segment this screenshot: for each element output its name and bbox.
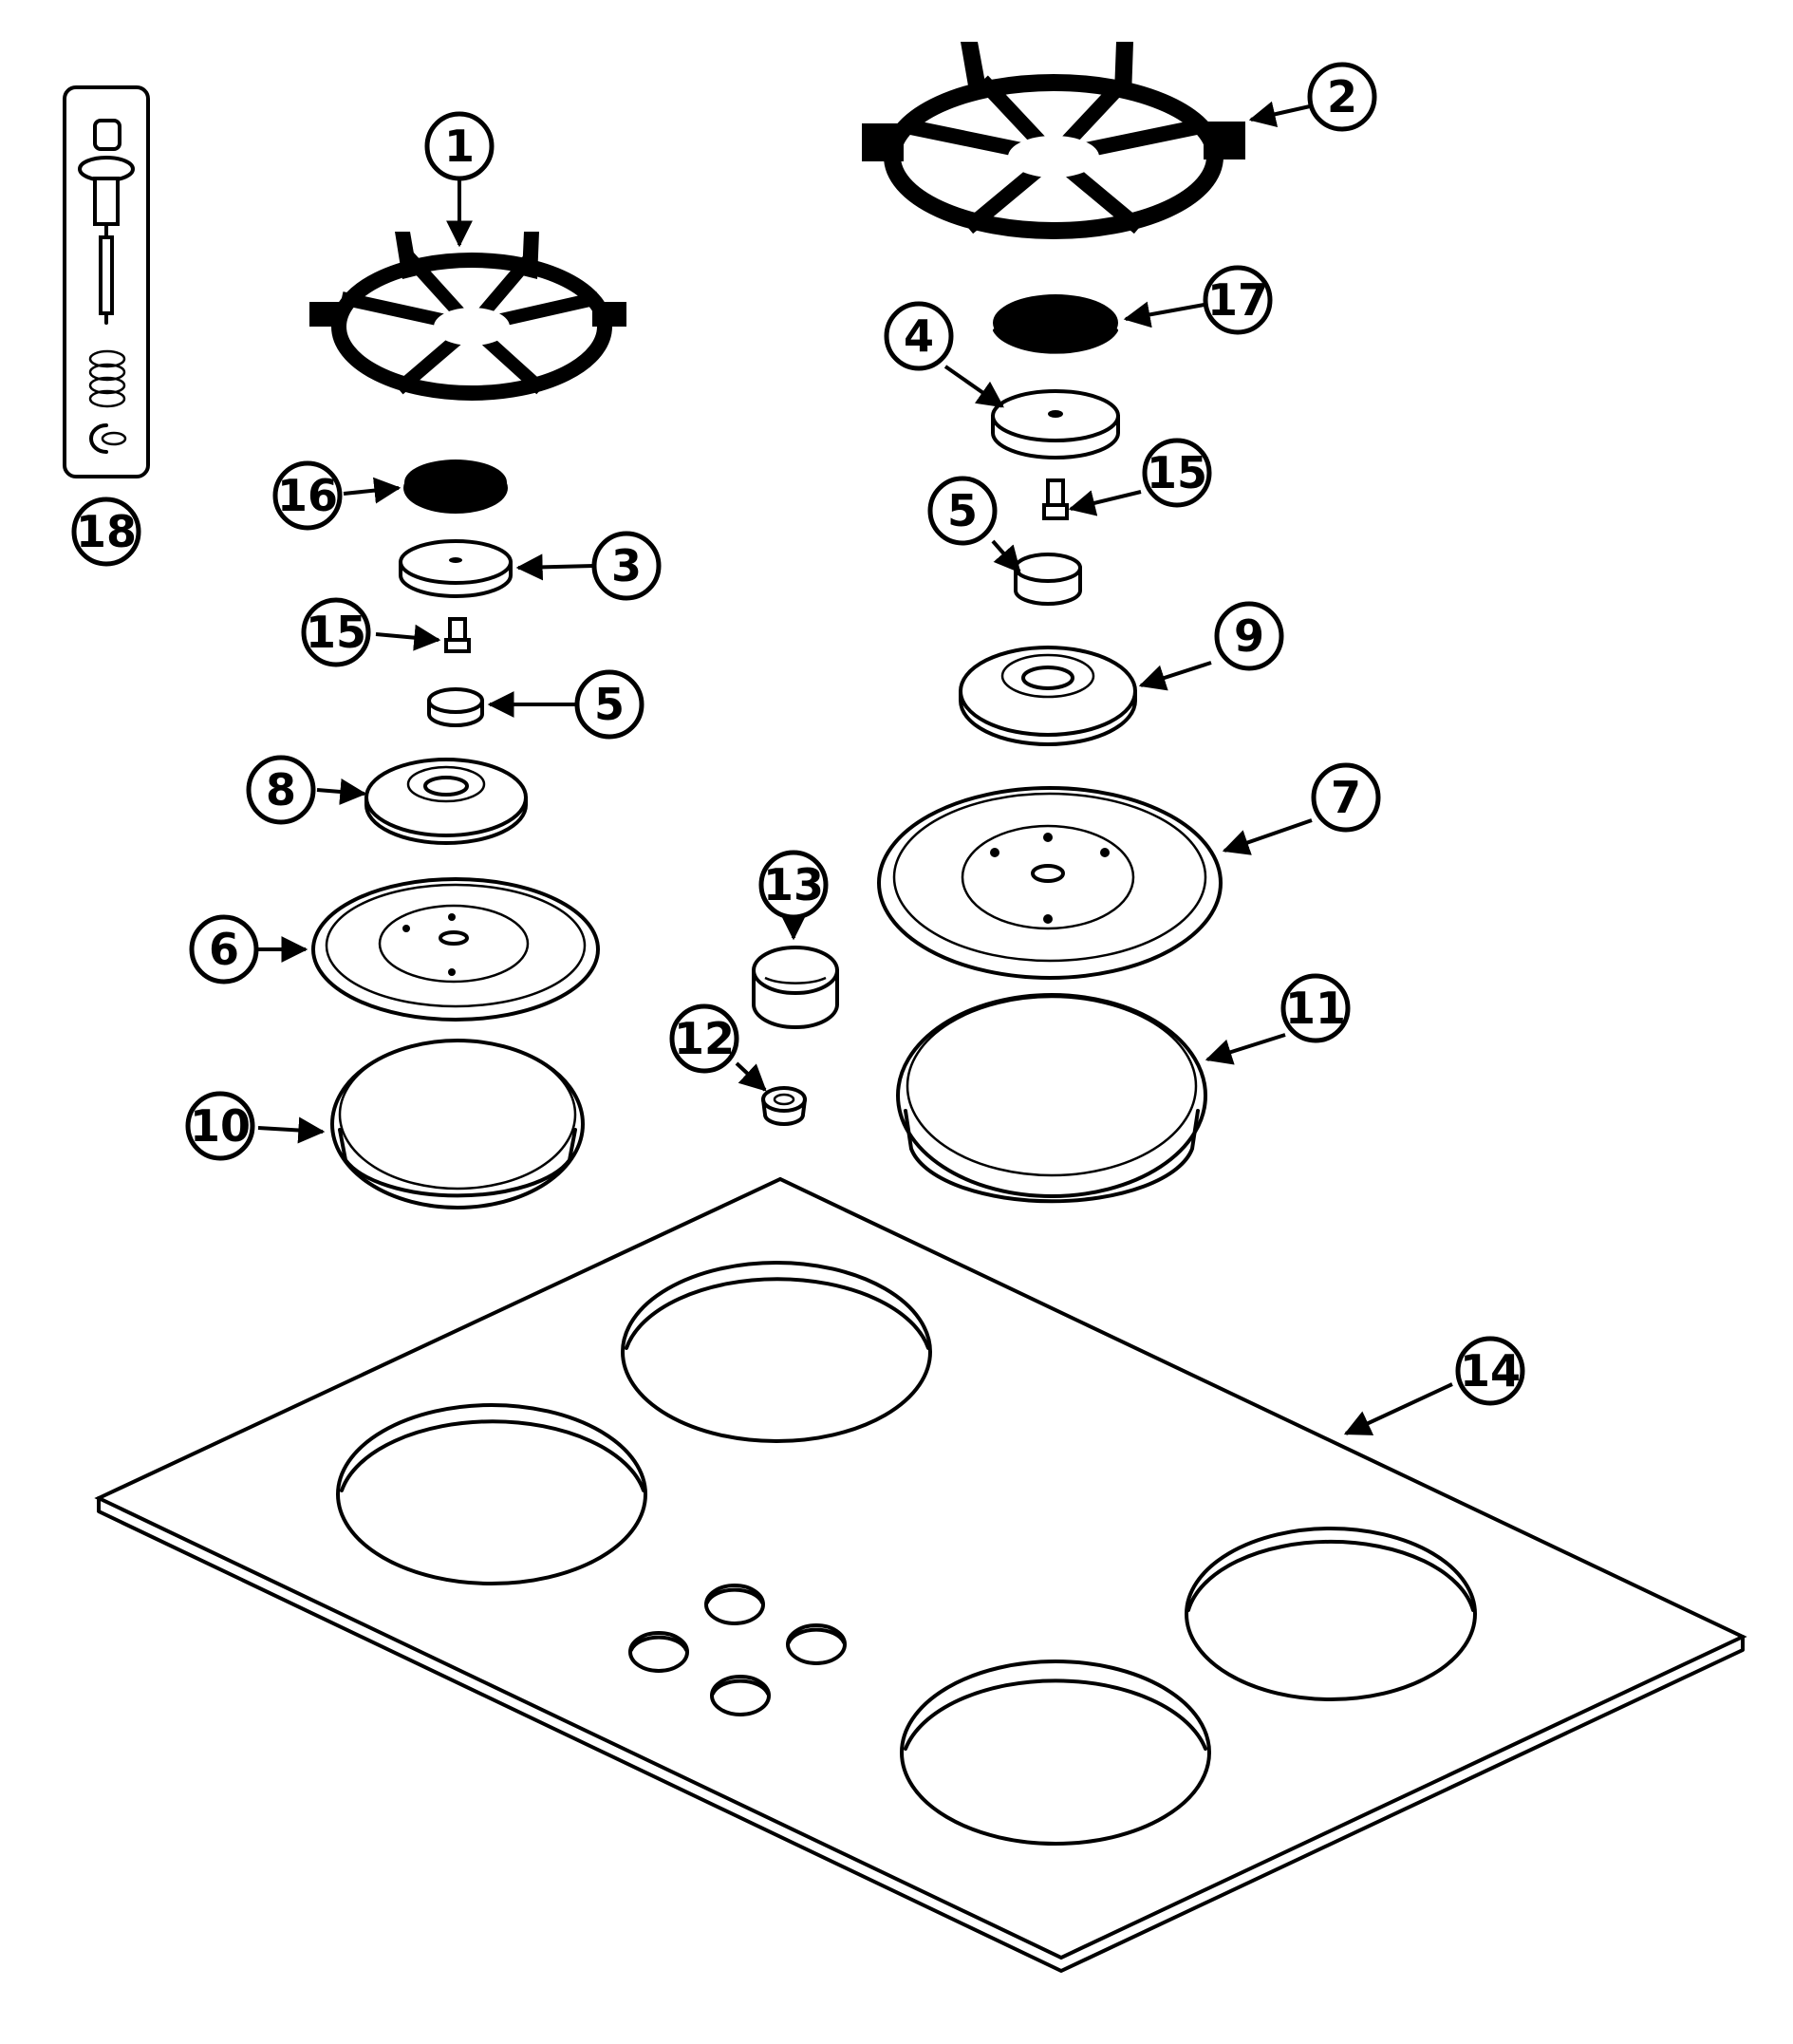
- callout-13: 13: [758, 850, 829, 920]
- spreader-right: [1014, 553, 1082, 606]
- svg-text:14: 14: [1460, 1345, 1521, 1397]
- svg-text:8: 8: [266, 764, 296, 816]
- large-burner-grate: [862, 42, 1245, 239]
- knob-bezel: [761, 1086, 807, 1126]
- callout-5-right: 5: [927, 476, 998, 546]
- callout-8: 8: [246, 755, 316, 825]
- svg-text:17: 17: [1207, 274, 1268, 326]
- svg-text:9: 9: [1234, 610, 1264, 662]
- callout-16: 16: [272, 460, 343, 531]
- large-burner-base: [959, 646, 1137, 746]
- igniter-electrode-left: [444, 617, 471, 653]
- callout-10: 10: [185, 1091, 255, 1161]
- svg-text:12: 12: [674, 1013, 735, 1064]
- svg-text:18: 18: [76, 506, 137, 557]
- callout-17: 17: [1203, 265, 1273, 335]
- igniter-icon: [78, 119, 135, 325]
- callout-6: 6: [189, 914, 259, 984]
- leader-lines: [257, 101, 1453, 1435]
- svg-text:6: 6: [209, 924, 239, 975]
- svg-text:13: 13: [763, 859, 824, 910]
- svg-text:15: 15: [306, 607, 366, 658]
- cooktop-glass: [94, 1176, 1747, 1973]
- svg-text:1: 1: [444, 121, 475, 172]
- callout-14: 14: [1455, 1336, 1525, 1406]
- callout-4: 4: [884, 301, 954, 371]
- large-trim-ring: [896, 993, 1207, 1204]
- large-drip-bowl: [877, 786, 1223, 980]
- igniter-kit-inset: [63, 85, 150, 478]
- callout-3: 3: [591, 531, 662, 601]
- small-burner-cap: [403, 459, 508, 514]
- igniter-electrode-right: [1042, 478, 1069, 520]
- callout-5-left: 5: [574, 669, 644, 740]
- svg-text:5: 5: [947, 485, 978, 536]
- svg-text:5: 5: [594, 679, 625, 730]
- small-burner-grate: [309, 232, 626, 401]
- svg-text:10: 10: [190, 1100, 251, 1152]
- svg-text:16: 16: [277, 470, 338, 521]
- svg-text:7: 7: [1331, 772, 1361, 823]
- callout-18: 18: [71, 497, 141, 567]
- spring-icon: [88, 349, 126, 408]
- callout-1: 1: [424, 111, 495, 181]
- callout-9: 9: [1214, 601, 1284, 671]
- callout-15-right: 15: [1142, 438, 1212, 508]
- svg-text:15: 15: [1147, 447, 1207, 498]
- large-burner-head: [991, 389, 1120, 459]
- small-burner-base: [364, 758, 528, 845]
- control-knob: [752, 946, 839, 1029]
- svg-text:4: 4: [904, 310, 934, 362]
- small-burner-head: [399, 539, 513, 598]
- callout-2: 2: [1307, 62, 1377, 132]
- callout-7: 7: [1311, 762, 1381, 833]
- callout-11: 11: [1280, 973, 1351, 1043]
- clip-icon: [89, 423, 127, 454]
- svg-text:3: 3: [611, 540, 642, 591]
- small-trim-ring: [330, 1039, 585, 1210]
- svg-text:11: 11: [1285, 983, 1346, 1034]
- spreader-left: [427, 687, 484, 727]
- callout-15-left: 15: [301, 597, 371, 667]
- small-drip-bowl: [311, 877, 600, 1022]
- callout-12: 12: [669, 1003, 739, 1074]
- large-burner-cap: [993, 294, 1118, 354]
- svg-text:2: 2: [1327, 71, 1357, 122]
